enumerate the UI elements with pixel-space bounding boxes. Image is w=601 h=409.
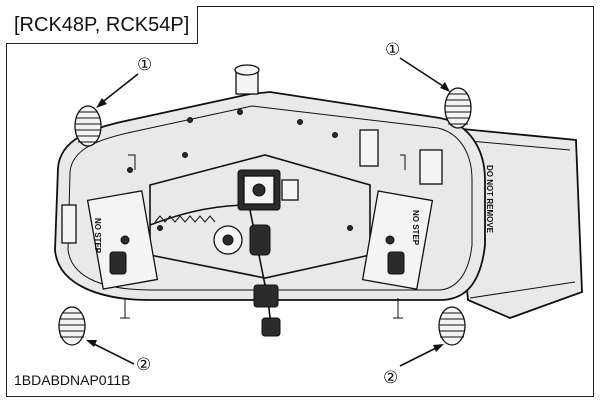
figure-code: 1BDABDNAP011B (14, 372, 131, 388)
callout-1-right: ① (385, 40, 450, 92)
callout-2-left-label: ② (136, 355, 151, 374)
callout-2-left: ② (86, 340, 151, 374)
figure-frame (6, 6, 594, 397)
callout-1-right-label: ① (385, 40, 400, 59)
callout-2-right-label: ② (383, 368, 398, 387)
discharge-warning-label: DO NOT REMOVE (485, 165, 494, 234)
rear-left-wheel (58, 306, 86, 346)
right-no-step-label: NO STEP (411, 210, 420, 246)
callout-2-right: ② (383, 344, 444, 387)
left-no-step-label: NO STEP (93, 218, 102, 254)
callout-1-left: ① (96, 55, 152, 108)
front-right-wheel (444, 87, 472, 129)
model-label: [RCK48P, RCK54P] (6, 6, 199, 44)
rear-right-wheel (438, 306, 466, 346)
callout-1-left-label: ① (137, 55, 152, 74)
deck-housing: NO STEP NO STEP (54, 64, 486, 337)
front-left-wheel (74, 105, 102, 147)
